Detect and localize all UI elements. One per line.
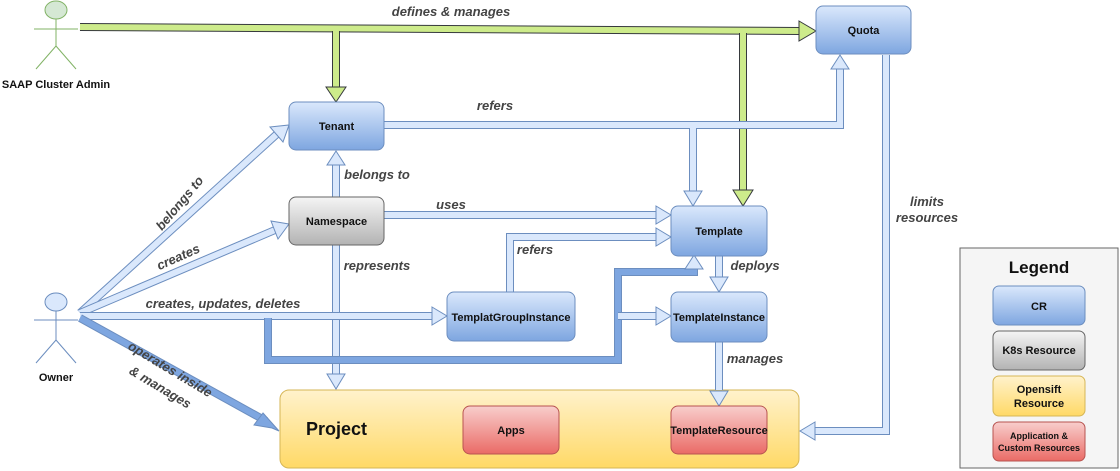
legend-item-k8s: K8s Resource [992, 330, 1086, 371]
node-namespace: Namespace [288, 196, 385, 246]
label-deploys: deploys [730, 258, 779, 273]
owner-person-icon [34, 292, 78, 364]
edge-namespace-project [326, 245, 346, 390]
label-limits: limits [910, 194, 944, 209]
admin-person-icon [34, 0, 78, 70]
edge-tgi-template [506, 227, 672, 292]
admin-label: SAAP Cluster Admin [2, 79, 110, 91]
node-templateinstance-label: TemplateInstance [673, 312, 765, 324]
legend-openshift-line2: Resource [1014, 398, 1064, 410]
label-represents: represents [344, 258, 410, 273]
edge-owner-project [78, 314, 280, 432]
node-namespace-label: Namespace [306, 216, 367, 228]
label-uses: uses [436, 197, 466, 212]
node-apps-label: Apps [497, 425, 525, 437]
edge-templateinstance-resource [709, 342, 729, 407]
edge-tenant-template [683, 128, 703, 207]
label-resources: resources [896, 210, 958, 225]
label-refers-mid: refers [517, 242, 553, 257]
node-templategroupinstance: TemplatGroupInstance [446, 291, 576, 342]
node-tenant: Tenant [288, 101, 385, 151]
edge-owner-tgi [80, 306, 448, 326]
node-quota: Quota [815, 5, 912, 55]
legend-k8s-label: K8s Resource [1002, 345, 1075, 357]
edge-tenant-quota [384, 54, 850, 129]
legend: Legend CR K8s Resource Opensift Resource… [959, 247, 1119, 469]
edge-admin-quota [79, 20, 817, 42]
node-templateresource-label: TemplateResource [670, 425, 768, 437]
legend-item-cr: CR [992, 285, 1086, 326]
legend-app-line1: Application & [1010, 431, 1068, 441]
actor-admin: SAAP Cluster Admin [2, 0, 110, 91]
legend-cr-label: CR [1031, 301, 1047, 313]
label-defines-manages: defines & manages [392, 4, 511, 19]
edge-admin-template [732, 33, 754, 207]
edge-owner-tenant [77, 124, 290, 316]
legend-title: Legend [1009, 258, 1069, 277]
owner-label: Owner [39, 372, 74, 384]
connectors [77, 20, 890, 441]
label-belongs-to-tenant: belongs to [344, 167, 410, 182]
legend-openshift-line1: Opensift [1017, 384, 1062, 396]
legend-app-line2: Custom Resources [998, 443, 1080, 453]
node-apps: Apps [462, 405, 560, 455]
edge-admin-tenant [325, 31, 347, 103]
project-title: Project [306, 419, 367, 439]
legend-item-openshift: Opensift Resource [992, 375, 1086, 417]
actor-owner: Owner [34, 292, 78, 384]
node-templateresource: TemplateResource [670, 405, 768, 455]
edge-namespace-tenant [326, 150, 346, 197]
node-templateinstance: TemplateInstance [670, 291, 768, 343]
label-refers-top: refers [477, 98, 513, 113]
label-creates-updates-deletes: creates, updates, deletes [146, 296, 301, 311]
edge-owner-templateinstance [264, 254, 704, 364]
edge-namespace-template [384, 205, 672, 225]
label-manages: manages [727, 351, 783, 366]
node-template: Template [670, 205, 768, 257]
node-tgi-label: TemplatGroupInstance [452, 312, 571, 324]
edge-owner-namespace [78, 220, 290, 317]
node-tenant-label: Tenant [319, 121, 355, 133]
node-template-label: Template [695, 226, 742, 238]
node-quota-label: Quota [848, 25, 881, 37]
edge-quota-project [799, 55, 890, 441]
edge-template-templateinstance [709, 256, 729, 293]
legend-item-app: Application & Custom Resources [992, 421, 1086, 462]
